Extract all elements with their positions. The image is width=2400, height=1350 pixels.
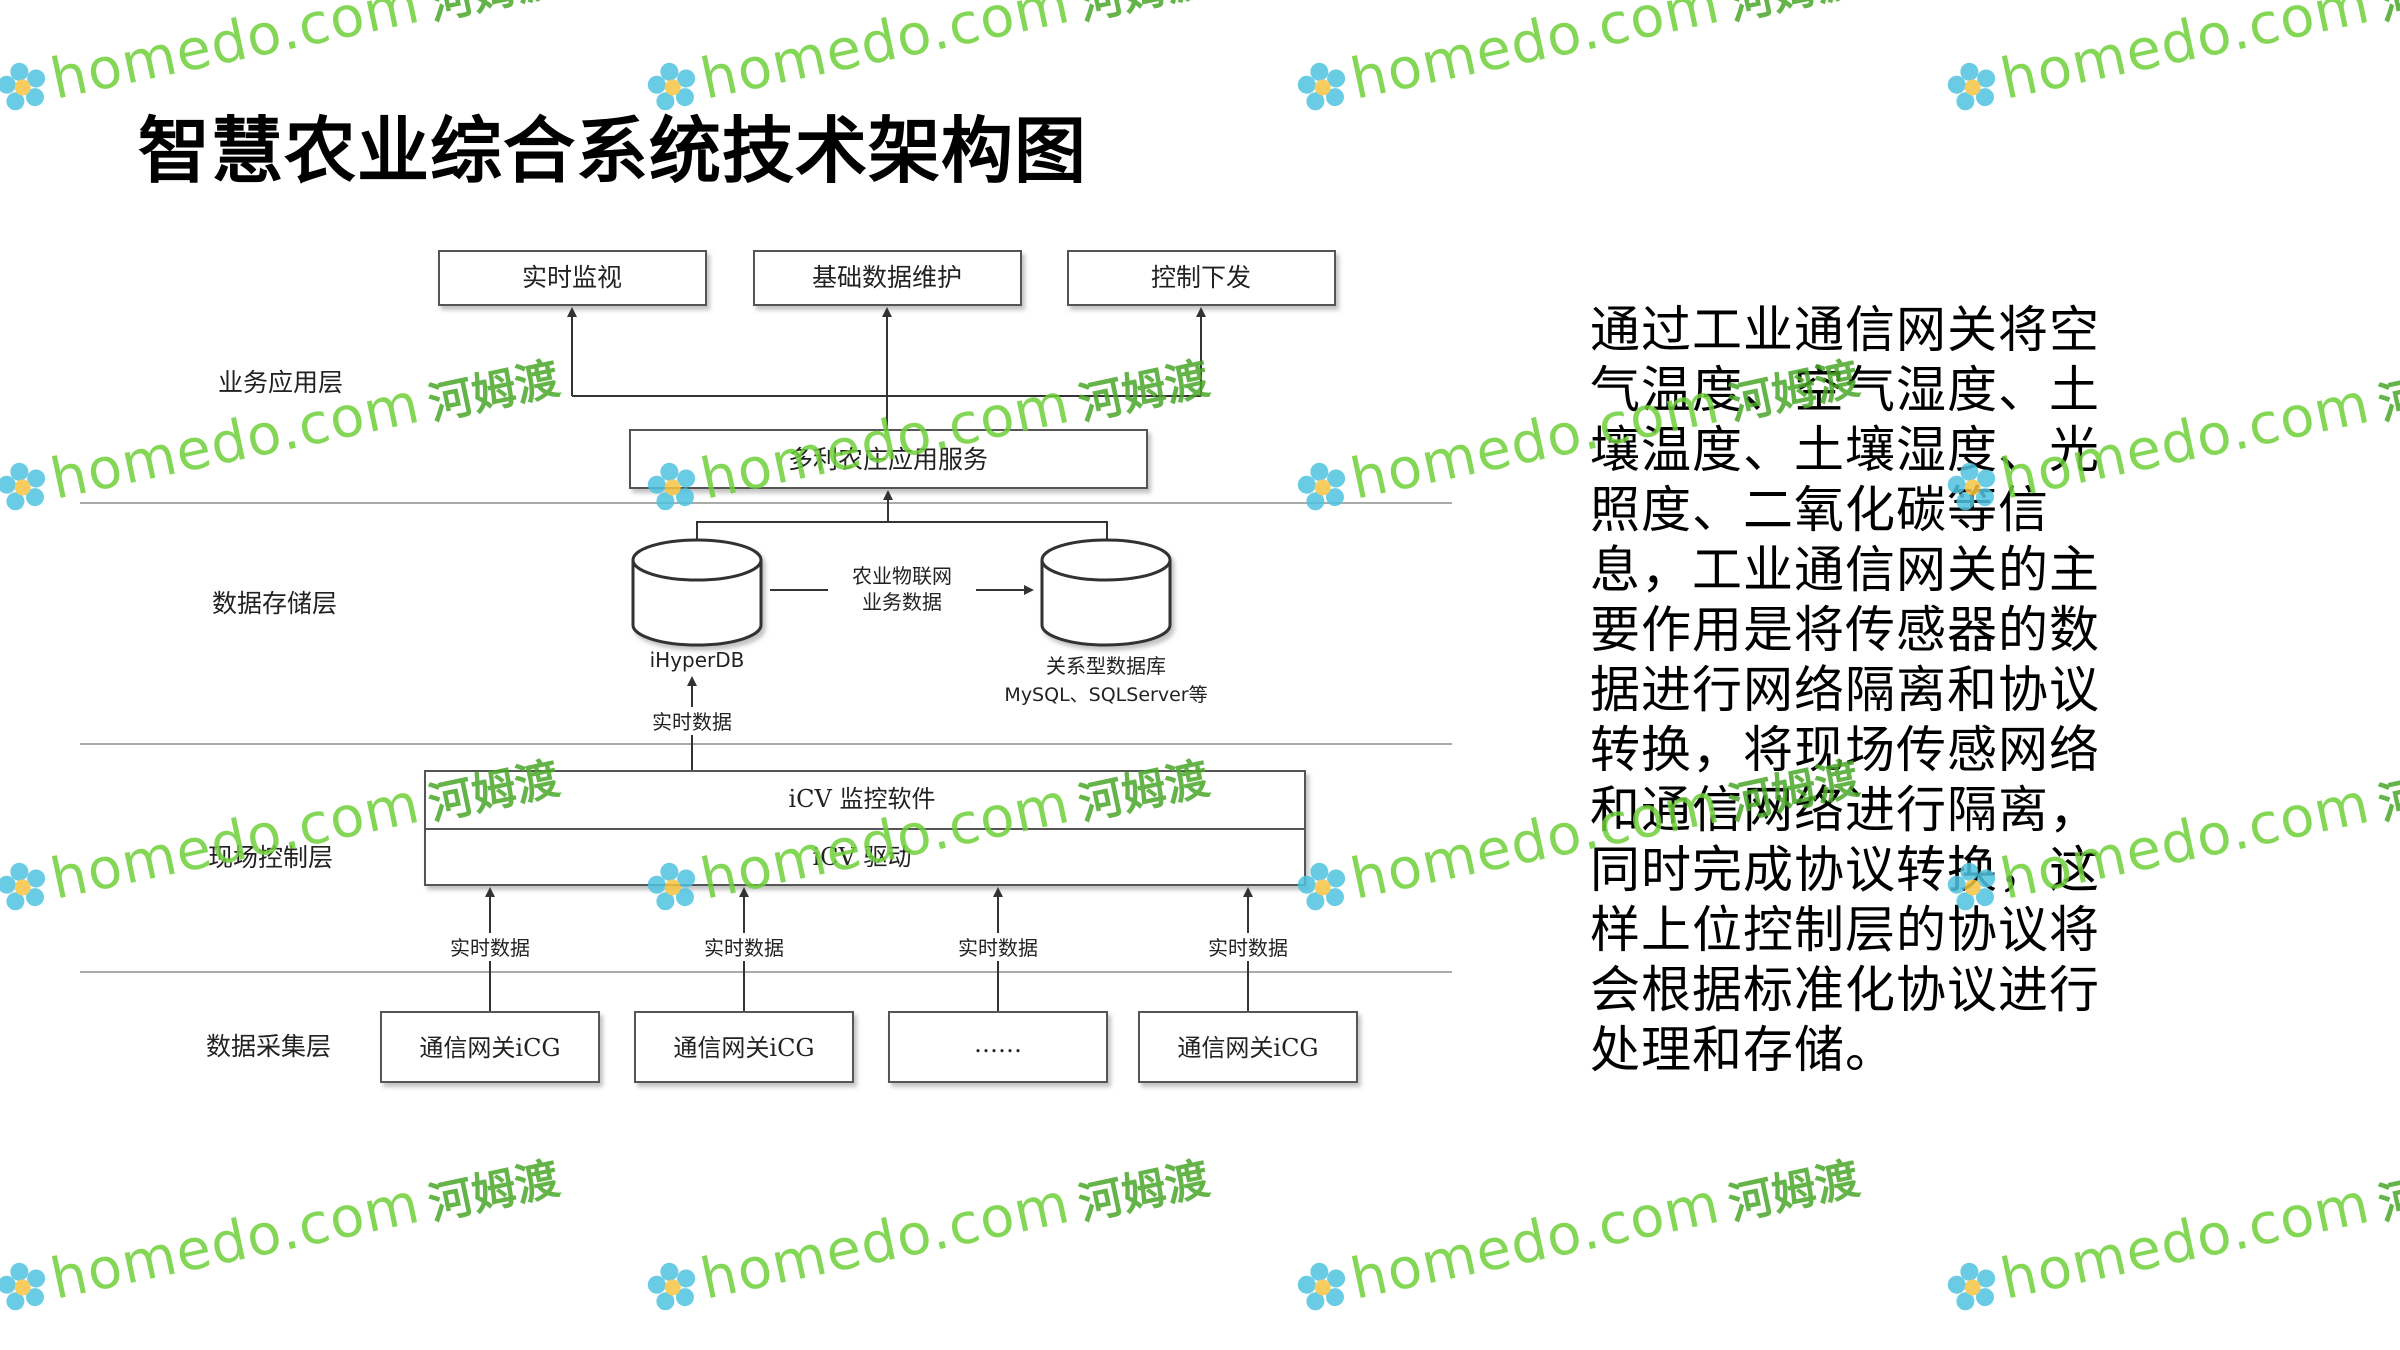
gateway-box-2: 通信网关iCG <box>634 1011 854 1083</box>
database-ihyperdb <box>631 538 763 647</box>
realtime-label: 实时数据 <box>450 936 530 960</box>
db-link-label-line1: 农业物联网 <box>852 564 952 588</box>
app-box-realtime-monitor: 实时监视 <box>438 250 707 306</box>
gateway-label: 通信网关iCG <box>419 1034 560 1062</box>
realtime-label: 实时数据 <box>1208 936 1288 960</box>
db-right-label-line2: MySQL、SQLServer等 <box>1004 684 1207 706</box>
service-box-label: 多利农庄应用服务 <box>788 445 988 474</box>
gateway-box-3: …… <box>888 1011 1108 1083</box>
icv-driver-label: iCV 驱动 <box>813 843 912 871</box>
service-box: 多利农庄应用服务 <box>629 429 1148 489</box>
layer-label-collection: 数据采集层 <box>206 1032 331 1061</box>
db-left-label: iHyperDB <box>650 648 745 672</box>
layer-label-control: 现场控制层 <box>208 843 333 872</box>
realtime-label: 实时数据 <box>958 936 1038 960</box>
realtime-label: 实时数据 <box>652 710 732 734</box>
gateway-box-4: 通信网关iCG <box>1138 1011 1358 1083</box>
layer-label-storage: 数据存储层 <box>212 589 337 618</box>
db-right-label-line1: 关系型数据库 <box>1046 654 1166 678</box>
db-link-label-line2: 业务数据 <box>862 590 942 614</box>
app-box-base-data: 基础数据维护 <box>753 250 1022 306</box>
app-box-label: 控制下发 <box>1151 263 1251 292</box>
description-text: 通过工业通信网关将空气温度、空气湿度、土壤温度、土壤湿度、光照度、二氧化碳等信息… <box>1590 301 2100 1079</box>
gateway-box-1: 通信网关iCG <box>380 1011 600 1083</box>
app-box-control-dispatch: 控制下发 <box>1067 250 1336 306</box>
gateway-label: 通信网关iCG <box>1177 1034 1318 1062</box>
app-box-label: 实时监视 <box>522 263 622 292</box>
app-box-label: 基础数据维护 <box>812 263 962 292</box>
icv-software-label: iCV 监控软件 <box>789 785 936 813</box>
gateway-label: …… <box>974 1030 1022 1058</box>
realtime-label: 实时数据 <box>704 936 784 960</box>
gateway-label: 通信网关iCG <box>673 1034 814 1062</box>
layer-label-application: 业务应用层 <box>218 368 343 397</box>
page-title: 智慧农业综合系统技术架构图 <box>138 109 1088 193</box>
database-relational <box>1040 538 1172 647</box>
